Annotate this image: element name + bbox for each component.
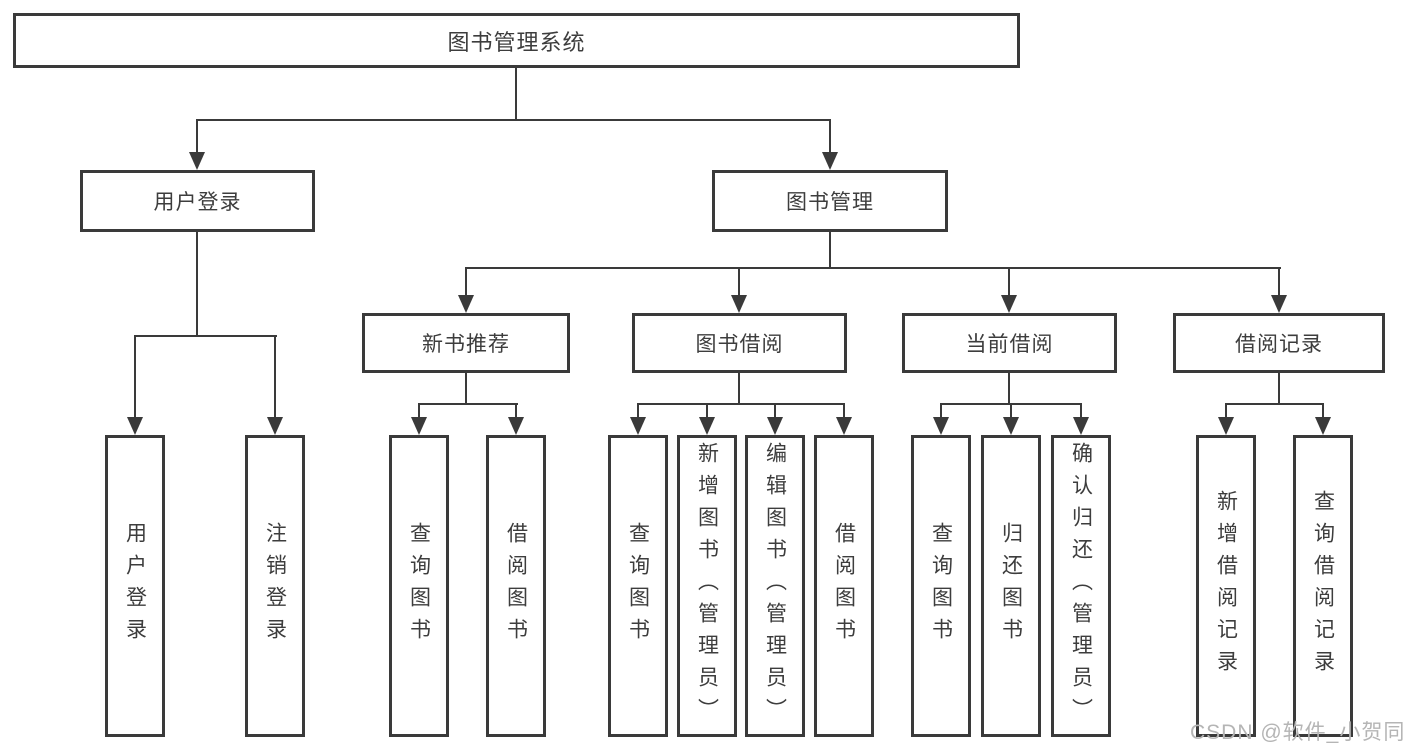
node-confirm-return-admin: 确认归还（管理员）: [1051, 435, 1111, 737]
leaf-label: 查询借阅记录: [1311, 490, 1335, 682]
arrowhead-icon: [411, 417, 427, 435]
node-book-management: 图书管理: [712, 170, 948, 232]
connector-line: [1010, 403, 1012, 421]
connector-line: [196, 232, 198, 337]
arrowhead-icon: [1003, 417, 1019, 435]
connector-line: [843, 403, 845, 421]
node-borrowing-records-label: 借阅记录: [1235, 333, 1323, 356]
connector-line: [418, 403, 420, 421]
arrowhead-icon: [699, 417, 715, 435]
connector-line: [134, 335, 136, 419]
node-book-borrowing-label: 图书借阅: [695, 333, 784, 356]
connector-line: [1008, 373, 1010, 405]
arrowhead-icon: [267, 417, 283, 435]
connector-line: [738, 373, 740, 405]
leaf-label: 借阅图书: [504, 522, 528, 650]
connector-line: [196, 119, 198, 155]
connector-line: [418, 403, 518, 405]
arrowhead-icon: [127, 417, 143, 435]
node-user-login-label: 用户登录: [153, 191, 242, 214]
connector-line: [465, 267, 467, 297]
connector-line: [274, 335, 276, 419]
node-return-books: 归还图书: [981, 435, 1041, 737]
leaf-label: 查询图书: [929, 522, 953, 650]
connector-line: [1225, 403, 1227, 421]
connector-line: [1322, 403, 1324, 421]
arrowhead-icon: [822, 152, 838, 170]
arrowhead-icon: [1315, 417, 1331, 435]
connector-line: [465, 373, 467, 405]
connector-line: [829, 119, 831, 155]
connector-line: [774, 403, 776, 421]
node-current-borrowing: 当前借阅: [902, 313, 1117, 373]
node-new-book-recommendation-label: 新书推荐: [422, 333, 510, 356]
arrowhead-icon: [767, 417, 783, 435]
node-logout: 注销登录: [245, 435, 305, 737]
connector-line: [940, 403, 942, 421]
leaf-label: 查询图书: [626, 522, 650, 650]
connector-line: [1008, 267, 1010, 297]
leaf-label: 编辑图书（管理员）: [763, 442, 787, 730]
connector-line: [1278, 373, 1280, 405]
csdn-watermark: CSDN @软件_小贺同学: [1190, 721, 1405, 744]
node-book-management-label: 图书管理: [786, 191, 874, 214]
leaf-label: 注销登录: [263, 522, 287, 650]
node-user-login: 用户登录: [80, 170, 315, 232]
node-user-login-action: 用户登录: [105, 435, 165, 737]
leaf-label: 用户登录: [123, 522, 147, 650]
connector-line: [134, 335, 277, 337]
connector-line: [1225, 403, 1324, 405]
node-add-books-admin: 新增图书（管理员）: [677, 435, 737, 737]
connector-line: [515, 68, 517, 120]
node-new-book-recommendation: 新书推荐: [362, 313, 570, 373]
node-search-borrow-record: 查询借阅记录: [1293, 435, 1353, 737]
arrowhead-icon: [731, 295, 747, 313]
arrowhead-icon: [1218, 417, 1234, 435]
connector-line: [1278, 267, 1280, 297]
leaf-label: 新增借阅记录: [1214, 490, 1238, 682]
leaf-label: 归还图书: [999, 522, 1023, 650]
arrowhead-icon: [933, 417, 949, 435]
connector-line: [829, 232, 831, 269]
leaf-label: 借阅图书: [832, 522, 856, 650]
node-borrowing-records: 借阅记录: [1173, 313, 1385, 373]
arrowhead-icon: [508, 417, 524, 435]
arrowhead-icon: [836, 417, 852, 435]
connector-line: [1080, 403, 1082, 421]
node-borrow-books: 借阅图书: [814, 435, 874, 737]
node-borrow-books-recommend: 借阅图书: [486, 435, 546, 737]
connector-line: [196, 119, 831, 121]
arrowhead-icon: [630, 417, 646, 435]
leaf-label: 确认归还（管理员）: [1069, 442, 1093, 730]
arrowhead-icon: [1073, 417, 1089, 435]
arrowhead-icon: [1001, 295, 1017, 313]
node-book-borrowing: 图书借阅: [632, 313, 847, 373]
node-root: 图书管理系统: [13, 13, 1020, 68]
connector-line: [465, 267, 1281, 269]
arrowhead-icon: [458, 295, 474, 313]
leaf-label: 新增图书（管理员）: [695, 442, 719, 730]
arrowhead-icon: [189, 152, 205, 170]
node-current-borrowing-label: 当前借阅: [965, 333, 1054, 356]
node-search-books-current: 查询图书: [911, 435, 971, 737]
leaf-label: 查询图书: [407, 522, 431, 650]
node-add-borrow-record: 新增借阅记录: [1196, 435, 1256, 737]
node-edit-books-admin: 编辑图书（管理员）: [745, 435, 805, 737]
node-root-label: 图书管理系统: [447, 29, 586, 55]
node-search-books-recommend: 查询图书: [389, 435, 449, 737]
connector-line: [738, 267, 740, 297]
connector-line: [706, 403, 708, 421]
connector-line: [637, 403, 639, 421]
connector-line: [637, 403, 845, 405]
connector-line: [515, 403, 517, 421]
node-search-books-borrow: 查询图书: [608, 435, 668, 737]
arrowhead-icon: [1271, 295, 1287, 313]
